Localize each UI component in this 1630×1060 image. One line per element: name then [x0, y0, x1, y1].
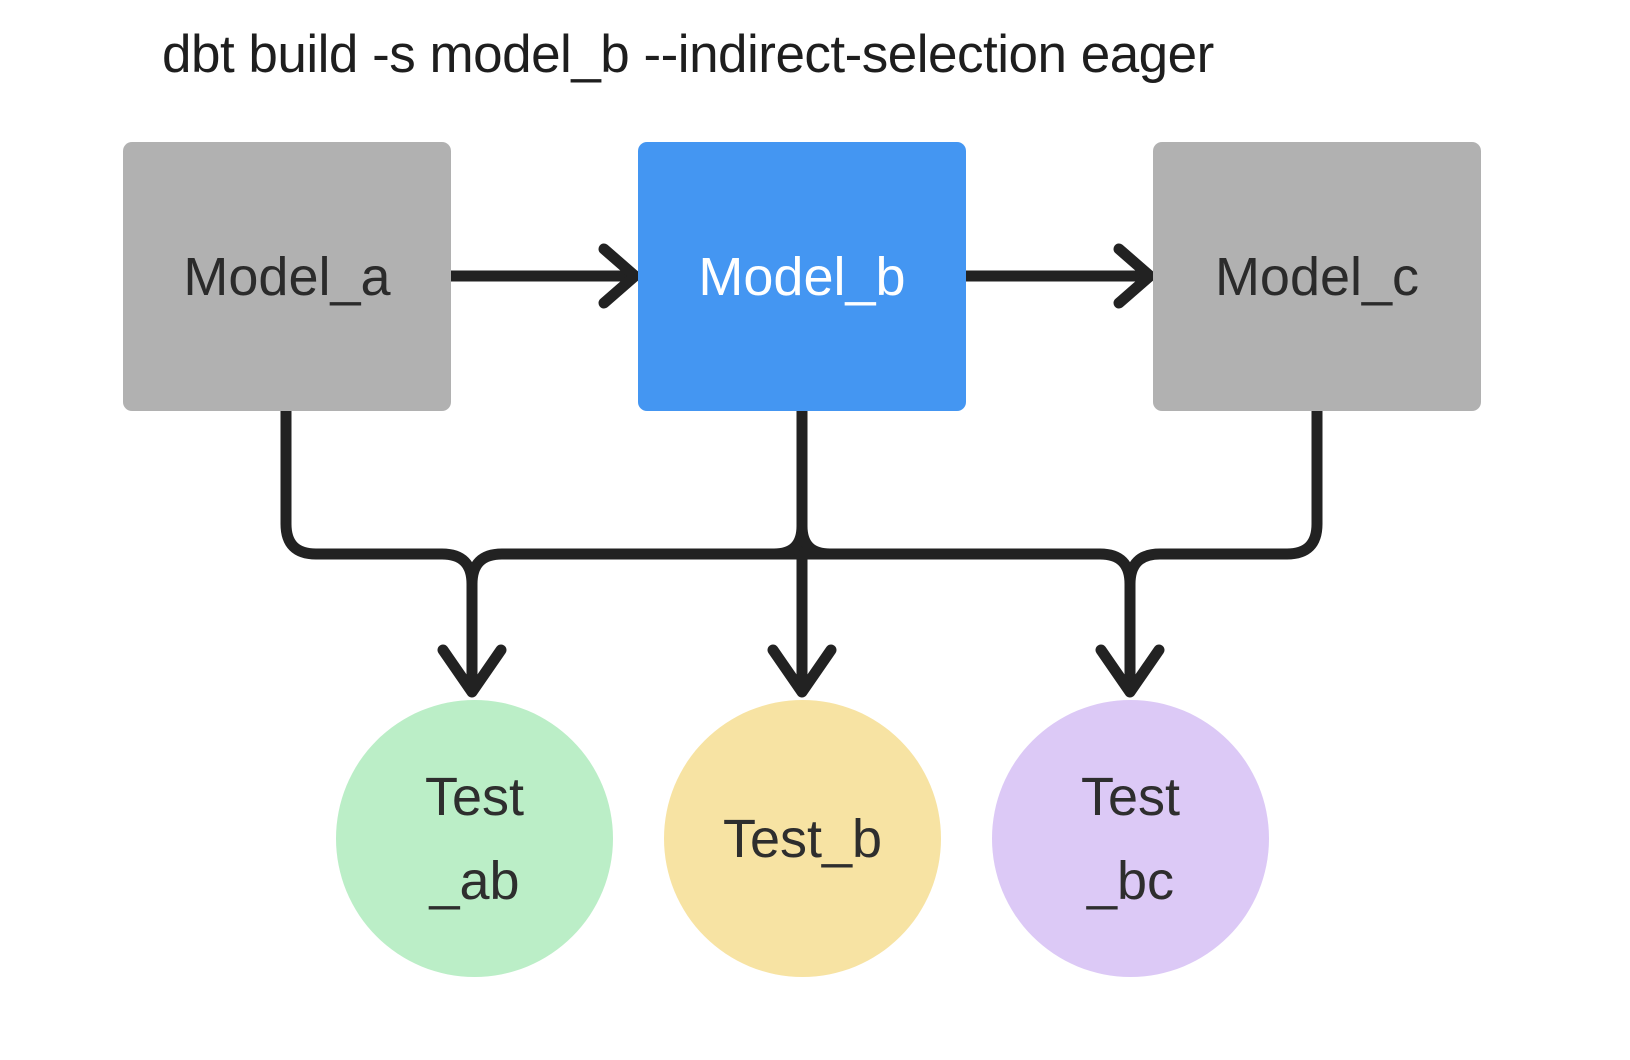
node-test-bc-label: Test _bc: [1081, 755, 1180, 923]
edge-test-ab-arrowhead-icon: [437, 644, 507, 698]
node-test-bc-label-line2: _bc: [1086, 850, 1175, 911]
node-test-ab-label-line2: _ab: [429, 850, 520, 911]
node-model-a: Model_a: [123, 142, 451, 411]
node-test-b: Test_b: [664, 700, 941, 977]
edge-test-b-arrowhead-icon: [767, 644, 837, 698]
node-test-ab-label-line1: Test: [424, 766, 525, 827]
node-model-a-label: Model_a: [183, 246, 391, 307]
node-test-b-label: Test_b: [722, 808, 883, 869]
node-model-b: Model_b: [638, 142, 966, 411]
node-test-ab-label: Test _ab: [425, 755, 524, 923]
node-test-bc: Test _bc: [992, 700, 1269, 977]
node-model-c: Model_c: [1153, 142, 1481, 411]
edge-test-bc-arrowhead-icon: [1095, 644, 1165, 698]
node-model-c-label: Model_c: [1214, 246, 1420, 307]
node-model-b-label: Model_b: [698, 246, 906, 307]
edge-model-a-to-model-b-arrowhead-icon: [598, 243, 641, 309]
node-test-ab: Test _ab: [336, 700, 613, 977]
edge-bus-fillet-right: [796, 520, 836, 560]
edge-model-b-to-model-c-arrowhead-icon: [1113, 243, 1156, 309]
node-test-bc-label-line1: Test: [1080, 766, 1181, 827]
command-title: dbt build -s model_b --indirect-selectio…: [162, 25, 1214, 84]
edge-horizontal-bus: [466, 548, 1136, 590]
